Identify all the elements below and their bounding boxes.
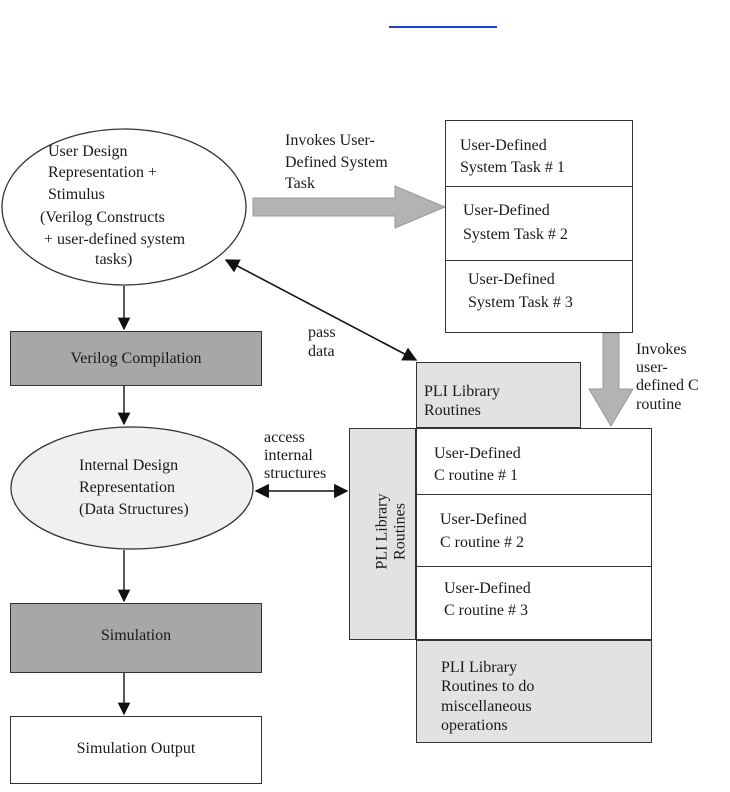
simulation-box xyxy=(10,603,262,673)
system-task-2-line-2: System Task # 2 xyxy=(463,226,568,243)
pli-side-line-1: PLI Library xyxy=(373,493,391,570)
pli-misc-line-4: operations xyxy=(441,717,508,734)
internal-design-ellipse xyxy=(10,426,254,550)
user-design-line-1: User Design xyxy=(48,143,128,160)
invokes-c-label-1: Invokes xyxy=(636,341,687,358)
invokes-task-label-1: Invokes User- xyxy=(285,132,375,149)
user-design-line-2: Representation + xyxy=(48,164,157,181)
pass-data-label-2: data xyxy=(308,343,335,360)
system-task-3-line-2: System Task # 3 xyxy=(468,294,573,311)
system-task-2-line-1: User-Defined xyxy=(463,202,550,219)
system-task-3-line-1: User-Defined xyxy=(468,271,555,288)
c-routine-2-line-1: User-Defined xyxy=(440,511,527,528)
c-routine-1-line-2: C routine # 1 xyxy=(434,467,518,484)
invokes-c-label-2: user- xyxy=(636,359,668,376)
access-label-1: access xyxy=(264,429,305,446)
system-task-1-line-1: User-Defined xyxy=(460,137,547,154)
pli-misc-line-1: PLI Library xyxy=(441,659,517,676)
simulation-output-label: Simulation Output xyxy=(76,740,196,757)
internal-design-line-3: (Data Structures) xyxy=(79,501,189,518)
access-label-2: internal xyxy=(264,447,313,464)
user-design-line-6: tasks) xyxy=(95,251,133,268)
system-task-1-line-2: System Task # 1 xyxy=(460,159,565,176)
user-design-line-5: + user-defined system xyxy=(44,231,186,248)
access-label-3: structures xyxy=(264,465,327,482)
invokes-c-label-4: routine xyxy=(636,396,682,413)
task-divider-1 xyxy=(445,186,633,187)
invokes-task-label-2: Defined System xyxy=(285,154,388,171)
c-routine-1-line-1: User-Defined xyxy=(434,445,521,462)
simulation-label: Simulation xyxy=(100,627,172,644)
invokes-c-label-3: defined C xyxy=(636,377,699,394)
invokes-c-arrow xyxy=(588,332,634,427)
pli-misc-box xyxy=(416,640,652,743)
internal-design-line-2: Representation xyxy=(79,479,175,496)
pli-side-box xyxy=(349,428,416,640)
c-routine-3-line-1: User-Defined xyxy=(444,580,531,597)
system-task-stack xyxy=(445,120,633,333)
c-divider-2 xyxy=(416,566,652,567)
pli-top-line-2: Routines xyxy=(424,402,481,419)
c-routine-stack xyxy=(416,428,652,640)
c-routine-3-line-2: C routine # 3 xyxy=(444,602,528,619)
user-design-line-3: Stimulus xyxy=(48,186,105,203)
c-routine-2-line-2: C routine # 2 xyxy=(440,534,524,551)
simulation-output-box xyxy=(10,716,262,784)
invokes-task-arrow xyxy=(252,185,447,229)
invokes-task-label-3: Task xyxy=(285,175,315,192)
user-design-line-4: (Verilog Constructs xyxy=(40,209,165,226)
verilog-compilation-box xyxy=(10,331,262,386)
pass-data-arrow xyxy=(224,259,418,361)
pli-top-box xyxy=(416,362,581,428)
pass-data-label-1: pass xyxy=(308,324,336,341)
c-divider-1 xyxy=(416,494,652,495)
task-divider-2 xyxy=(445,260,633,261)
internal-design-line-1: Internal Design xyxy=(79,457,179,474)
pli-misc-line-2: Routines to do xyxy=(441,678,535,695)
top-link-underline[interactable] xyxy=(389,26,497,28)
user-design-ellipse xyxy=(1,128,247,286)
verilog-compilation-label: Verilog Compilation xyxy=(70,350,202,367)
pli-misc-line-3: miscellaneous xyxy=(441,698,532,715)
pli-top-line-1: PLI Library xyxy=(424,383,500,400)
pli-side-line-2: Routines xyxy=(391,503,409,560)
